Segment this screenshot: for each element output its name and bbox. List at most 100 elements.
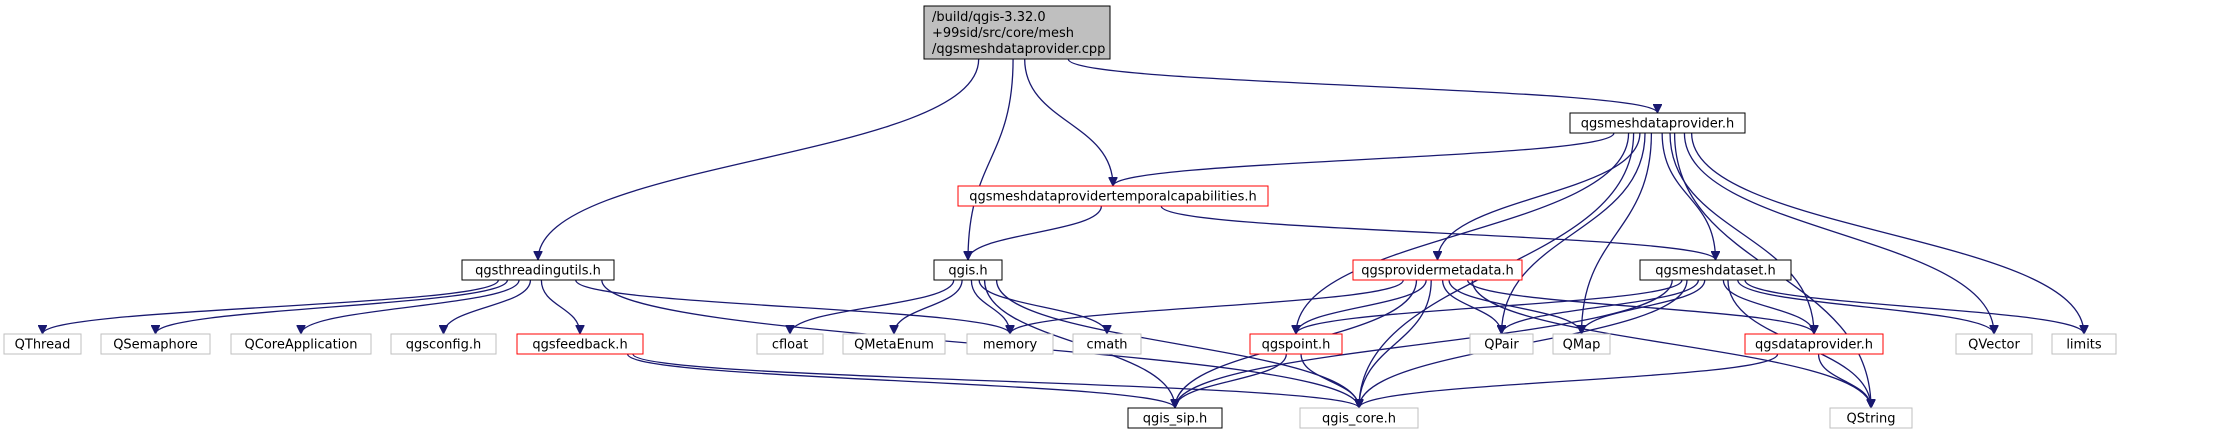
- node-label-limits: limits: [2066, 338, 2102, 353]
- node-qvector[interactable]: QVector: [1955, 333, 2033, 355]
- node-box-feedback: [516, 333, 644, 355]
- node-feedback[interactable]: qgsfeedback.h: [516, 333, 644, 355]
- node-meshdataprovider[interactable]: qgsmeshdataprovider.h: [1569, 112, 1746, 134]
- edge-meshdataprovider-to-qvector: [1683, 132, 1994, 334]
- edge-threadingutils-to-qsemaphore: [156, 279, 509, 335]
- node-label-memory: memory: [983, 338, 1038, 353]
- node-qgsconfig[interactable]: qgsconfig.h: [390, 333, 497, 355]
- node-label-qgis_sip: qgis_sip.h: [1143, 412, 1207, 427]
- node-box-root: [923, 5, 1111, 60]
- edge-qgis-to-memory: [970, 279, 1010, 335]
- node-cmath[interactable]: cmath: [1072, 333, 1142, 355]
- edge-meshdataprovider-to-temporalcaps: [1113, 132, 1615, 187]
- node-dataprovider[interactable]: qgsdataprovider.h: [1744, 333, 1884, 355]
- node-qcoreapplication[interactable]: QCoreApplication: [230, 333, 372, 355]
- node-box-qgis_sip: [1127, 407, 1223, 429]
- edge-meshdataset-to-qpair: [1502, 279, 1700, 335]
- node-label-meshdataset: qgsmeshdataset.h: [1655, 264, 1775, 279]
- node-qpair[interactable]: QPair: [1469, 333, 1534, 355]
- node-qgspoint[interactable]: qgspoint.h: [1249, 333, 1343, 355]
- node-qgis[interactable]: qgis.h: [933, 259, 1003, 281]
- node-label-qmetaenum: QMetaEnum: [854, 338, 934, 353]
- node-threadingutils[interactable]: qgsthreadingutils.h: [461, 259, 615, 281]
- edges-layer: [43, 58, 2085, 409]
- node-label-temporalcaps: qgsmeshdataprovidertemporalcapabilities.…: [969, 190, 1257, 205]
- edge-root-to-threadingutils: [538, 58, 980, 260]
- node-qsemaphore[interactable]: QSemaphore: [100, 333, 211, 355]
- edge-feedback-to-qgis_core: [632, 353, 1359, 409]
- node-qmetaenum[interactable]: QMetaEnum: [842, 333, 946, 355]
- edge-dataprovider-to-qgis_core: [1359, 353, 1779, 409]
- node-box-qvector: [1955, 333, 2033, 355]
- nodes-layer: /build/qgis-3.32.0+99sid/src/core/mesh/q…: [3, 5, 2117, 429]
- node-box-qcoreapplication: [230, 333, 372, 355]
- node-box-limits: [2051, 333, 2117, 355]
- node-box-cfloat: [756, 333, 824, 355]
- node-memory[interactable]: memory: [966, 333, 1054, 355]
- node-label-meshdataprovider: qgsmeshdataprovider.h: [1581, 117, 1735, 132]
- edge-dataprovider-to-qstring: [1817, 353, 1871, 409]
- node-box-providermetadata: [1352, 259, 1523, 281]
- node-cfloat[interactable]: cfloat: [756, 333, 824, 355]
- node-box-qgis_core: [1299, 407, 1419, 429]
- node-label-root-line-3: /qgsmeshdataprovider.cpp: [932, 42, 1105, 57]
- node-label-root-line-2: +99sid/src/core/mesh: [932, 26, 1074, 41]
- node-box-memory: [966, 333, 1054, 355]
- node-box-qthread: [3, 333, 82, 355]
- node-label-qgspoint: qgspoint.h: [1262, 338, 1331, 353]
- edge-threadingutils-to-memory: [575, 279, 1010, 335]
- edge-qgspoint-to-qgis_sip: [1175, 353, 1287, 409]
- node-label-qgis: qgis.h: [948, 264, 987, 279]
- node-providermetadata[interactable]: qgsprovidermetadata.h: [1352, 259, 1523, 281]
- node-label-feedback: qgsfeedback.h: [532, 338, 627, 353]
- node-box-dataprovider: [1744, 333, 1884, 355]
- node-label-qstring: QString: [1846, 412, 1895, 427]
- node-qthread[interactable]: QThread: [3, 333, 82, 355]
- node-meshdataset[interactable]: qgsmeshdataset.h: [1639, 259, 1792, 281]
- node-label-qcoreapplication: QCoreApplication: [245, 338, 358, 353]
- edge-temporalcaps-to-meshdataset: [1160, 205, 1715, 261]
- edge-qgis-to-cfloat: [790, 279, 955, 335]
- node-label-threadingutils: qgsthreadingutils.h: [475, 264, 601, 279]
- edge-qgis-to-qmetaenum: [894, 279, 963, 335]
- node-label-qgsconfig: qgsconfig.h: [406, 338, 481, 353]
- node-root: /build/qgis-3.32.0+99sid/src/core/mesh/q…: [923, 5, 1111, 60]
- node-box-temporalcaps: [957, 185, 1269, 207]
- edge-meshdataprovider-to-meshdataset: [1661, 132, 1715, 260]
- node-label-qpair: QPair: [1484, 338, 1519, 353]
- node-box-meshdataprovider: [1569, 112, 1746, 134]
- edge-meshdataset-to-qmap: [1582, 279, 1706, 335]
- node-qgis_core[interactable]: qgis_core.h: [1299, 407, 1419, 429]
- node-box-meshdataset: [1639, 259, 1792, 281]
- node-limits[interactable]: limits: [2051, 333, 2117, 355]
- edge-providermetadata-to-qmap: [1448, 279, 1581, 335]
- node-box-qmetaenum: [842, 333, 946, 355]
- node-box-qgis: [933, 259, 1003, 281]
- edge-meshdataset-to-qgspoint: [1296, 279, 1683, 335]
- node-label-qvector: QVector: [1968, 338, 2020, 353]
- node-box-qmap: [1552, 333, 1611, 355]
- edge-meshdataprovider-to-qgspoint: [1296, 132, 1630, 334]
- node-qstring[interactable]: QString: [1829, 407, 1913, 429]
- edge-meshdataprovider-to-limits: [1690, 132, 2084, 334]
- edge-providermetadata-to-qgspoint: [1296, 279, 1427, 335]
- node-box-qgsconfig: [390, 333, 497, 355]
- edge-feedback-to-qgis_sip: [626, 353, 1175, 409]
- edge-threadingutils-to-feedback: [540, 279, 580, 335]
- node-label-root-line-1: /build/qgis-3.32.0: [932, 10, 1046, 25]
- edge-providermetadata-to-qstring: [1471, 279, 1871, 408]
- edge-temporalcaps-to-qgis: [968, 205, 1103, 261]
- node-qgis_sip[interactable]: qgis_sip.h: [1127, 407, 1223, 429]
- node-box-cmath: [1072, 333, 1142, 355]
- edge-meshdataset-to-limits: [1744, 279, 2084, 335]
- edge-threadingutils-to-qthread: [43, 279, 500, 335]
- node-qmap[interactable]: QMap: [1552, 333, 1611, 355]
- node-box-qstring: [1829, 407, 1913, 429]
- edge-threadingutils-to-qgsconfig: [444, 279, 532, 335]
- node-label-cmath: cmath: [1086, 338, 1127, 353]
- node-box-threadingutils: [461, 259, 615, 281]
- node-label-qthread: QThread: [15, 338, 71, 353]
- node-temporalcaps[interactable]: qgsmeshdataprovidertemporalcapabilities.…: [957, 185, 1269, 207]
- edge-meshdataset-to-qgis_sip: [1175, 279, 1673, 408]
